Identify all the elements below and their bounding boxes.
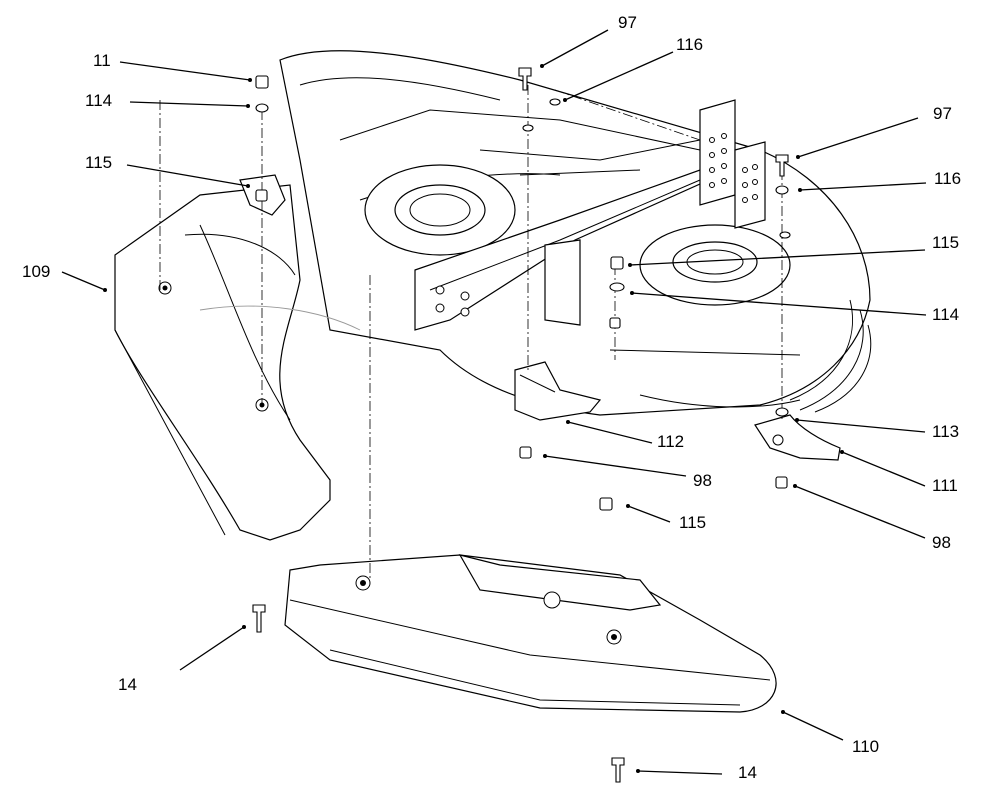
front-skirt-110 bbox=[284, 554, 777, 713]
left-side-skirt-109 bbox=[114, 184, 361, 541]
washer-114-icon bbox=[255, 103, 269, 113]
callout-98-right: 98 bbox=[932, 533, 951, 552]
callout-116-right: 116 bbox=[934, 169, 961, 188]
callout-98-center: 98 bbox=[693, 471, 712, 490]
callout-110: 110 bbox=[852, 737, 879, 756]
callout-97-top: 97 bbox=[618, 13, 637, 32]
callout-114-right: 114 bbox=[932, 305, 959, 324]
nut-115-icon bbox=[255, 189, 268, 202]
washer-114-right-icon bbox=[609, 282, 625, 292]
bolt-97-icon bbox=[518, 67, 532, 91]
mower-deck-housing bbox=[279, 50, 872, 416]
deflector-111 bbox=[754, 414, 841, 461]
callout-115-left: 115 bbox=[85, 153, 112, 172]
callout-115-bottom: 115 bbox=[679, 513, 706, 532]
callout-111: 111 bbox=[932, 476, 958, 495]
callout-97-right: 97 bbox=[933, 104, 952, 123]
bolt-14-bottom-icon bbox=[611, 757, 625, 783]
callout-14-bottom: 14 bbox=[738, 763, 757, 782]
callout-14-left: 14 bbox=[118, 675, 137, 694]
callout-116-top: 116 bbox=[676, 35, 703, 54]
leader-lines bbox=[61, 29, 927, 775]
washer-116-right-icon bbox=[775, 185, 789, 195]
nut-115-bottom-icon bbox=[599, 497, 613, 511]
nut-98-right-icon bbox=[775, 476, 788, 489]
callout-109: 109 bbox=[22, 262, 50, 281]
callout-114-left: 114 bbox=[85, 91, 112, 110]
callout-115-right: 115 bbox=[932, 233, 959, 252]
callout-11: 11 bbox=[93, 51, 111, 70]
hardware bbox=[252, 67, 791, 783]
washer-113-icon bbox=[775, 407, 789, 417]
bolt-97-right-icon bbox=[775, 154, 789, 177]
washer-116-icon bbox=[549, 98, 561, 106]
baffle-112 bbox=[514, 361, 602, 421]
assembly-center-lines bbox=[159, 85, 783, 580]
bracket-holes bbox=[709, 133, 758, 203]
callout-labels: 11 114 115 109 97 116 97 116 115 114 112… bbox=[22, 13, 961, 782]
callout-112: 112 bbox=[657, 432, 684, 451]
callout-113: 113 bbox=[932, 422, 959, 441]
nut-98-icon bbox=[519, 446, 532, 459]
bolt-14-icon bbox=[252, 604, 266, 633]
nut-115-right-icon bbox=[610, 256, 624, 270]
nut-11-icon bbox=[255, 75, 269, 89]
